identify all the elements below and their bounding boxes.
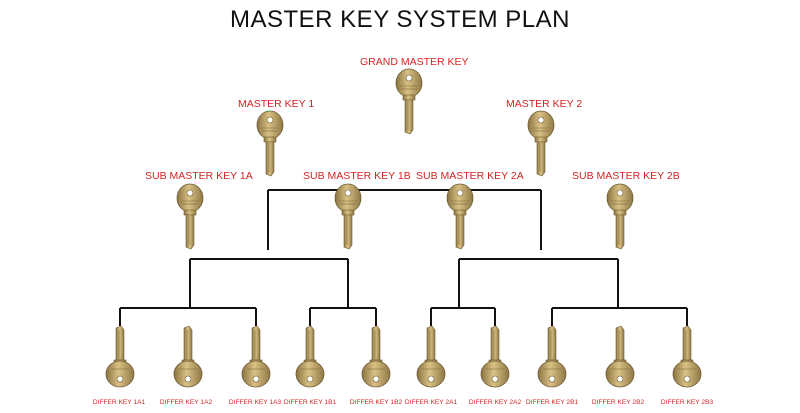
page-title: MASTER KEY SYSTEM PLAN <box>230 6 570 33</box>
master-key-1-icon <box>256 110 284 177</box>
differ-key-2b3-label: DIFFER KEY 2B3 <box>660 399 714 406</box>
differ-key-2b3-icon <box>672 325 702 388</box>
sub-master-key-1a-label: SUB MASTER KEY 1A <box>145 170 253 182</box>
differ-key-1b1-label: DIFFER KEY 1B1 <box>283 399 337 406</box>
differ-key-1a3-icon <box>241 325 271 388</box>
differ-key-1a3-label: DIFFER KEY 1A3 <box>228 399 282 406</box>
master-key-2-label: MASTER KEY 2 <box>506 98 583 110</box>
sub-master-key-1b-icon <box>334 183 362 250</box>
differ-key-2b2-icon <box>605 325 635 388</box>
differ-key-2a1-icon <box>416 325 446 388</box>
differ-key-2b1-icon <box>537 325 567 388</box>
differ-key-1a1-label: DIFFER KEY 1A1 <box>92 399 146 406</box>
differ-key-1a2-icon <box>173 325 203 388</box>
differ-key-2a2-label: DIFFER KEY 2A2 <box>468 399 522 406</box>
differ-key-1a2-label: DIFFER KEY 1A2 <box>159 399 213 406</box>
grand-master-key-label: GRAND MASTER KEY <box>360 56 469 68</box>
sub-master-key-2b-label: SUB MASTER KEY 2B <box>572 170 680 182</box>
sub-master-key-1a-icon <box>176 183 204 250</box>
differ-key-2a1-label: DIFFER KEY 2A1 <box>404 399 458 406</box>
differ-key-2b2-label: DIFFER KEY 2B2 <box>591 399 645 406</box>
master-key-2-icon <box>527 110 555 177</box>
sub-master-key-2a-icon <box>446 183 474 250</box>
grand-master-key-icon <box>395 68 423 135</box>
sub-master-key-1b-label: SUB MASTER KEY 1B <box>303 170 411 182</box>
sub-master-key-2b-icon <box>606 183 634 250</box>
differ-key-1b1-icon <box>295 325 325 388</box>
differ-key-1a1-icon <box>105 325 135 388</box>
differ-key-1b2-icon <box>361 325 391 388</box>
sub-master-key-2a-label: SUB MASTER KEY 2A <box>416 170 524 182</box>
master-key-1-label: MASTER KEY 1 <box>238 98 315 110</box>
differ-key-2a2-icon <box>480 325 510 388</box>
differ-key-2b1-label: DIFFER KEY 2B1 <box>525 399 579 406</box>
differ-key-1b2-label: DIFFER KEY 1B2 <box>349 399 403 406</box>
